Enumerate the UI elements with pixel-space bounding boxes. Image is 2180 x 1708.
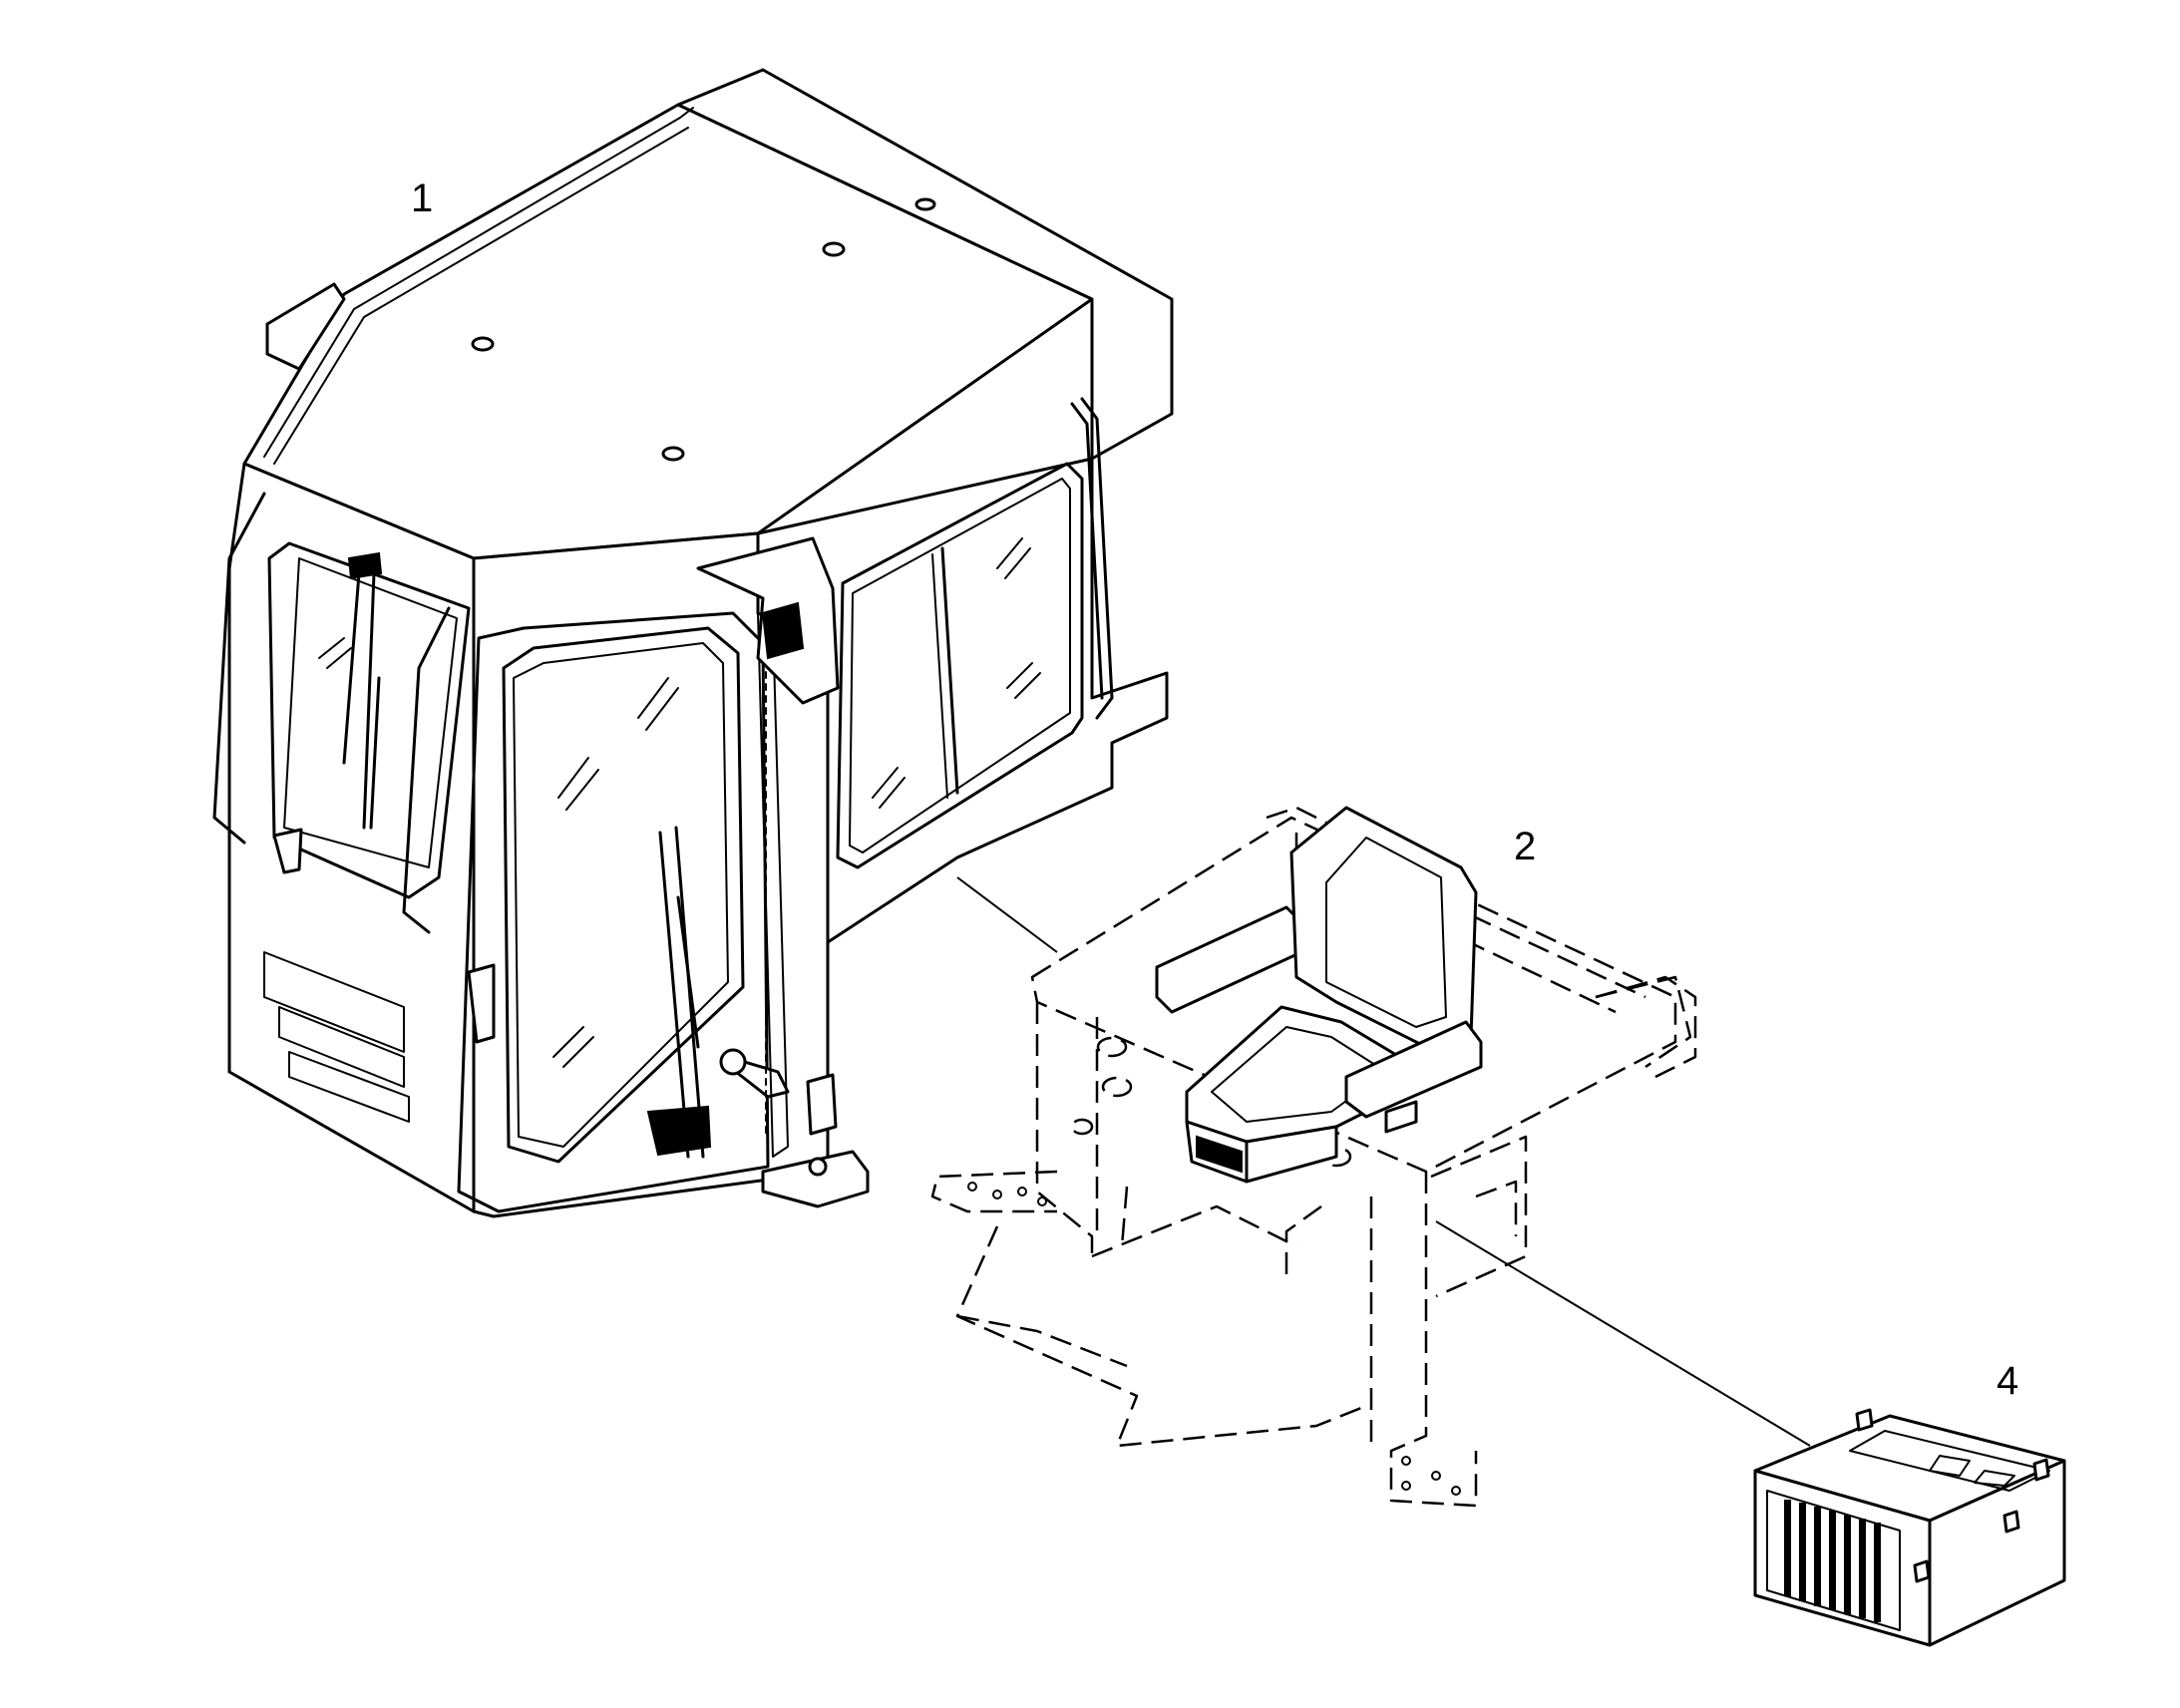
box-side xyxy=(1928,1459,2066,1647)
left-door-window xyxy=(267,541,471,899)
cab-base-foot xyxy=(761,1150,870,1208)
box-top-opening xyxy=(1849,1430,2050,1492)
roof-bolts xyxy=(471,197,936,462)
glass-glare xyxy=(318,537,1041,1068)
callout-seat-platform: 2 xyxy=(1514,825,1536,868)
left-armrest xyxy=(1155,905,1303,1014)
box-vent-grille xyxy=(1766,1490,1901,1631)
box-part xyxy=(1753,1408,2066,1647)
door-handle xyxy=(467,963,496,1044)
right-armrest xyxy=(1344,1020,1483,1119)
cab-part xyxy=(212,68,1174,1218)
leader-platform-to-box xyxy=(1435,1220,1811,1447)
left-work-light xyxy=(265,282,346,371)
seat-platform-part xyxy=(930,806,1697,1508)
door-latch xyxy=(806,1073,838,1136)
leader-cab-to-platform xyxy=(956,876,1058,953)
roof-handrail xyxy=(263,107,694,458)
callout-box: 4 xyxy=(1997,1359,2018,1403)
cup-holder xyxy=(272,828,303,874)
box-latch xyxy=(1855,1408,1874,1432)
left-wiper xyxy=(342,551,383,830)
front-wiper xyxy=(646,826,712,1159)
callout-cab: 1 xyxy=(411,176,433,220)
front-door-glass xyxy=(502,626,745,1164)
left-grab-handle xyxy=(212,492,266,845)
lower-left-panel xyxy=(263,951,405,1053)
cab-roof-rear-box xyxy=(676,68,1174,461)
right-grab-handle xyxy=(1080,397,1114,720)
right-side-window xyxy=(836,462,1084,869)
platform-holes xyxy=(967,1036,1461,1496)
